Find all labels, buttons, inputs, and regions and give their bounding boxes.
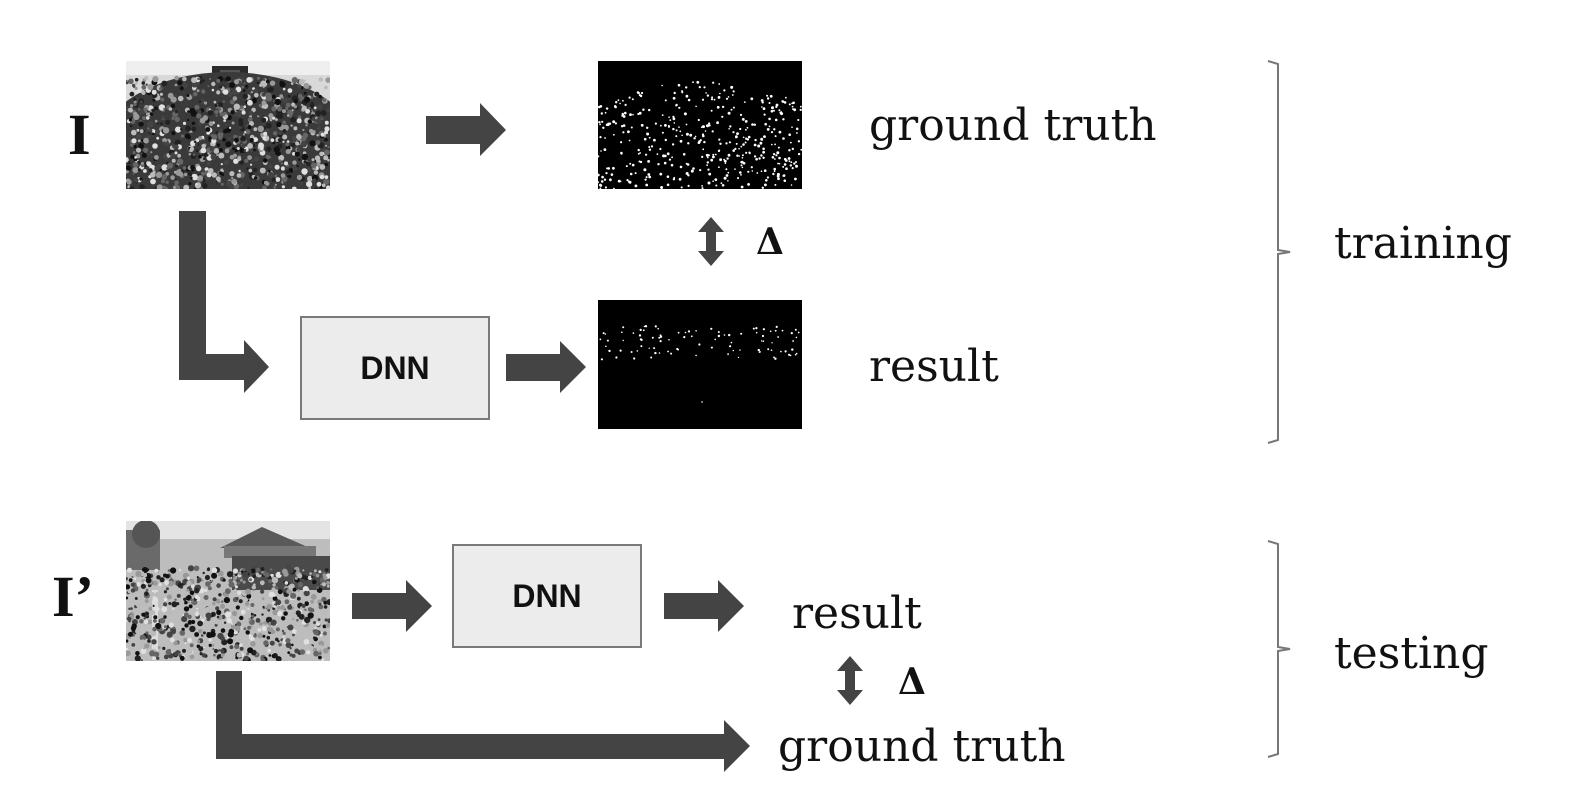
arrow-test-dnn-to-result [664,580,744,632]
test-input-image [126,521,330,661]
arrow-input-to-dnn [179,211,269,393]
arrow-test-input-to-dnn [352,580,432,632]
training-result-map [598,300,802,429]
arrow-input-to-ground-truth [426,103,506,156]
arrow-dnn-to-result [506,341,586,393]
testing-phase-label: testing [1334,628,1489,679]
arrow-test-input-to-ground-truth [216,671,750,772]
testing-dnn-box: DNN [452,544,642,648]
training-bracket [1267,60,1291,444]
ground-truth-map [598,61,802,189]
testing-bracket [1267,540,1291,758]
training-dnn-box: DNN [300,316,490,420]
training-ground-truth-label: ground truth [869,100,1157,151]
training-input-symbol: I [68,102,91,167]
training-dnn-label: DNN [360,349,430,386]
double-arrow-training-delta [698,217,724,266]
testing-delta-symbol: Δ [898,661,926,703]
train-input-image [126,61,330,189]
testing-ground-truth-label: ground truth [778,721,1066,772]
double-arrow-testing-delta [837,656,863,705]
testing-dnn-label: DNN [512,577,582,614]
testing-input-symbol: I’ [52,564,94,629]
training-result-label: result [869,341,999,392]
testing-result-label: result [792,588,922,639]
training-phase-label: training [1334,218,1512,269]
training-delta-symbol: Δ [756,221,784,263]
